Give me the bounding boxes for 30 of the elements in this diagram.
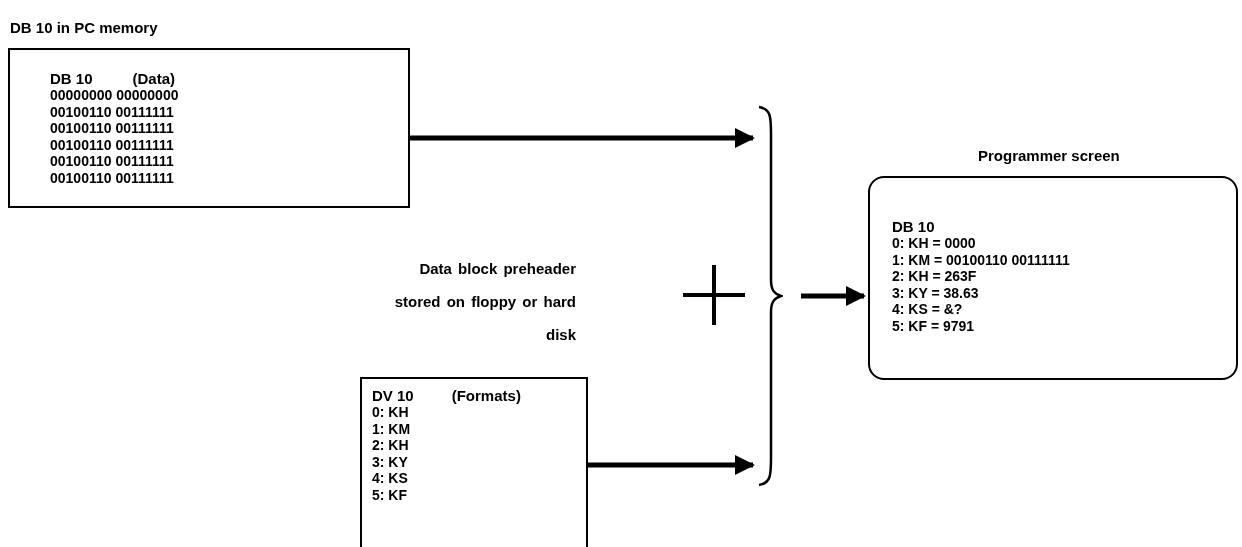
data-row-text: 5: KF [372,486,408,503]
block-heading: Programmer screen [978,147,1120,164]
data-row-text: 00100110 00111111 [50,103,175,120]
data-row-text: 00100110 00111111 [50,153,175,170]
data-row-text: 0: KH = 0000 [892,235,977,252]
data-row-text: 00100110 00111111 [50,136,175,153]
data-row-text: 4: KS [372,470,409,487]
data-row-text: 2: KH [372,437,410,454]
block-type: (Data) [132,70,176,87]
block-name: DB 10 [50,70,93,87]
data-row-text: 1: KM = 00100110 00111111 [892,251,1071,268]
data-row-text: 00100110 00111111 [50,120,175,137]
block-name: DB 10 [892,218,935,235]
block-type: (Formats) [451,387,521,404]
arrow [801,286,866,306]
arrow [588,455,755,475]
data-row-text: 4: KS = &? [892,301,964,318]
block-heading: Data block preheader stored on floppy or hard disk [393,259,576,345]
data-row-text: 1: KM [372,420,412,437]
block-heading: DB 10 in PC memory [10,19,158,36]
data-row-text: 00000000 00000000 [50,87,180,104]
curly-brace [757,105,783,487]
arrow [410,128,755,148]
data-row-text: 0: KH [372,404,410,421]
data-row-text: 3: KY = 38.63 [892,284,980,301]
block-name: DV 10 [372,387,414,404]
data-row-text: 2: KH = 263F [892,268,978,285]
data-row-text: 00100110 00111111 [50,169,175,186]
data-row-text: 5: KF = 9791 [892,317,976,334]
data-row-text: 3: KY [372,453,409,470]
